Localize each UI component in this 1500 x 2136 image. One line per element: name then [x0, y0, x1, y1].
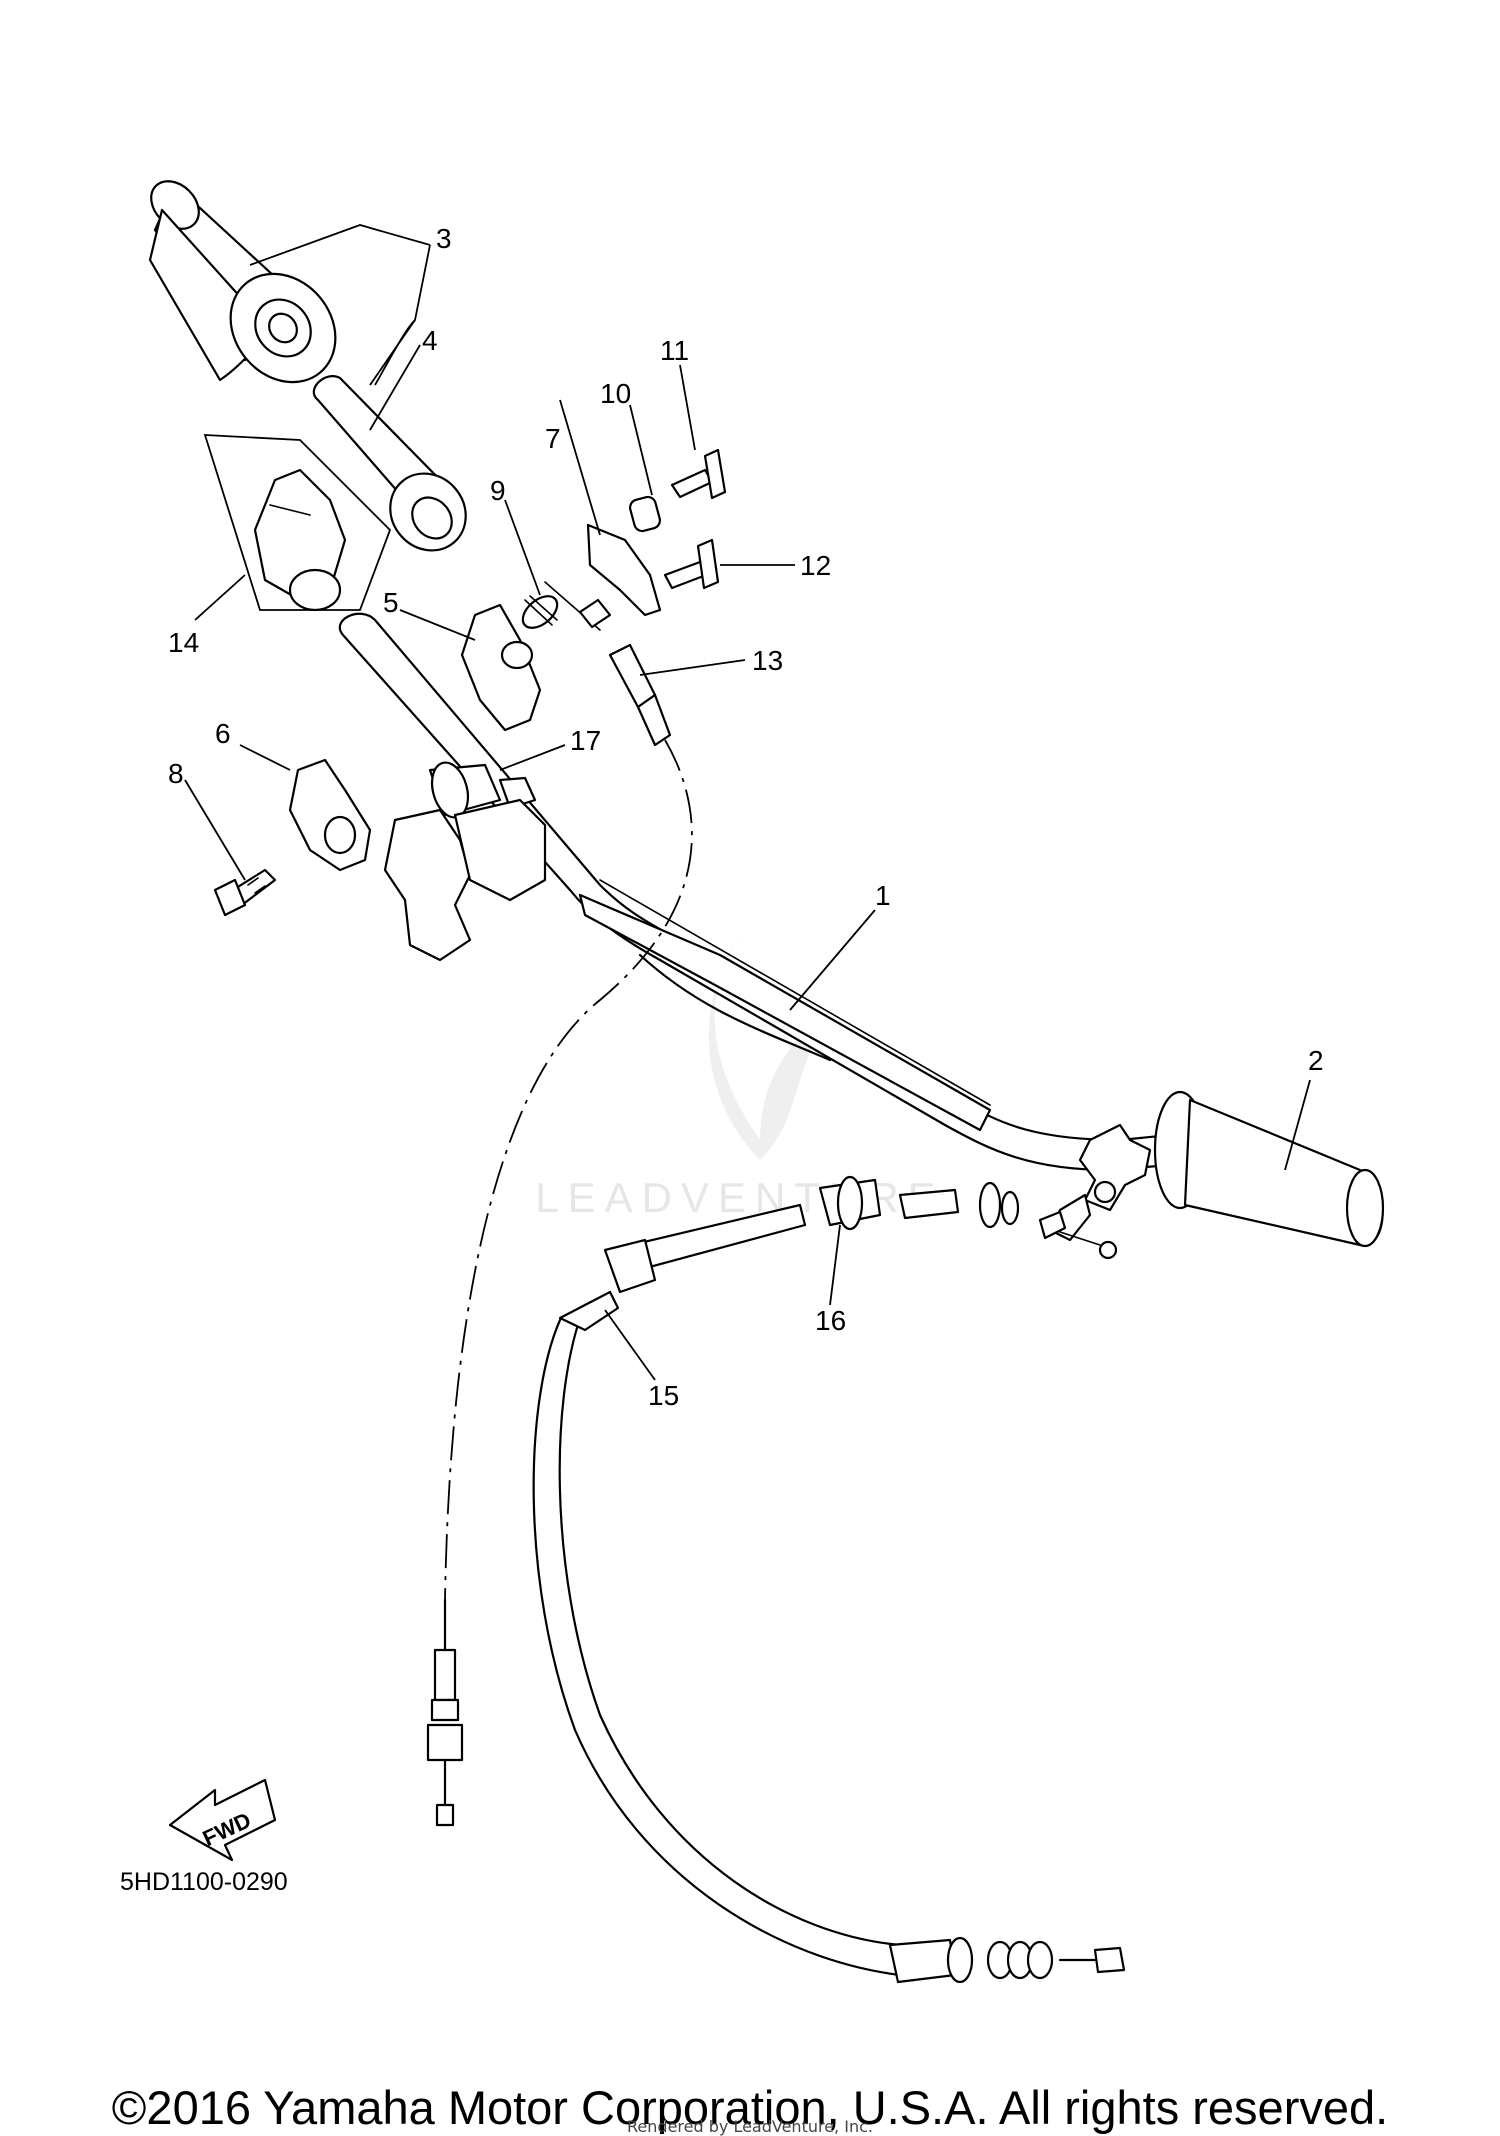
callout-3: 3 — [436, 223, 452, 254]
screw-upper — [670, 448, 727, 500]
throttle-holder-lower — [288, 758, 372, 872]
callout-8: 8 — [168, 758, 184, 789]
rendered-by: Rendered by LeadVenture, Inc. — [627, 2117, 873, 2136]
watermark-text: LEADVENTURE — [535, 1174, 944, 1221]
diagram-code: 5HD1100-0290 — [120, 1868, 288, 1896]
callout-7: 7 — [545, 423, 561, 454]
callout-17: 17 — [570, 725, 601, 756]
callout-4: 4 — [422, 325, 438, 356]
cable-adjuster — [818, 1175, 1020, 1231]
callout-5: 5 — [383, 587, 399, 618]
callout-labels: 1 2 3 4 5 6 7 8 9 10 11 12 13 14 15 16 1… — [168, 223, 1324, 1411]
cable-collar — [521, 595, 559, 629]
throttle-tube — [312, 375, 467, 552]
callout-9: 9 — [490, 475, 506, 506]
cable-plate — [586, 523, 662, 617]
housing-cap — [253, 468, 347, 612]
spacer-collar — [628, 495, 662, 533]
callout-13: 13 — [752, 645, 783, 676]
throttle-cable-route — [426, 739, 693, 1827]
clamp-17 — [428, 761, 537, 819]
callout-2: 2 — [1308, 1045, 1324, 1076]
callout-11: 11 — [660, 335, 689, 366]
left-grip — [148, 180, 337, 384]
callout-1: 1 — [875, 880, 891, 911]
fwd-arrow-icon: FWD — [168, 1778, 277, 1862]
throttle-cable-end — [544, 581, 672, 747]
bar-mount — [383, 798, 547, 962]
handlebar — [338, 612, 1172, 1172]
lever-perch — [1038, 1123, 1152, 1260]
callout-12: 12 — [800, 550, 831, 581]
callout-leaders — [184, 224, 1311, 1381]
throttle-holder-upper — [460, 603, 542, 732]
callout-15: 15 — [648, 1380, 679, 1411]
right-grip — [1153, 1090, 1385, 1248]
holder-bolt — [213, 868, 277, 917]
screw-lower — [663, 538, 720, 590]
callout-14: 14 — [168, 627, 199, 658]
callout-6: 6 — [215, 718, 231, 749]
callout-10: 10 — [600, 378, 631, 409]
callout-16: 16 — [815, 1305, 846, 1336]
clutch-cable — [532, 1203, 1126, 1984]
copyright-notice: ©2016 Yamaha Motor Corporation, U.S.A. A… — [111, 2081, 1389, 2134]
